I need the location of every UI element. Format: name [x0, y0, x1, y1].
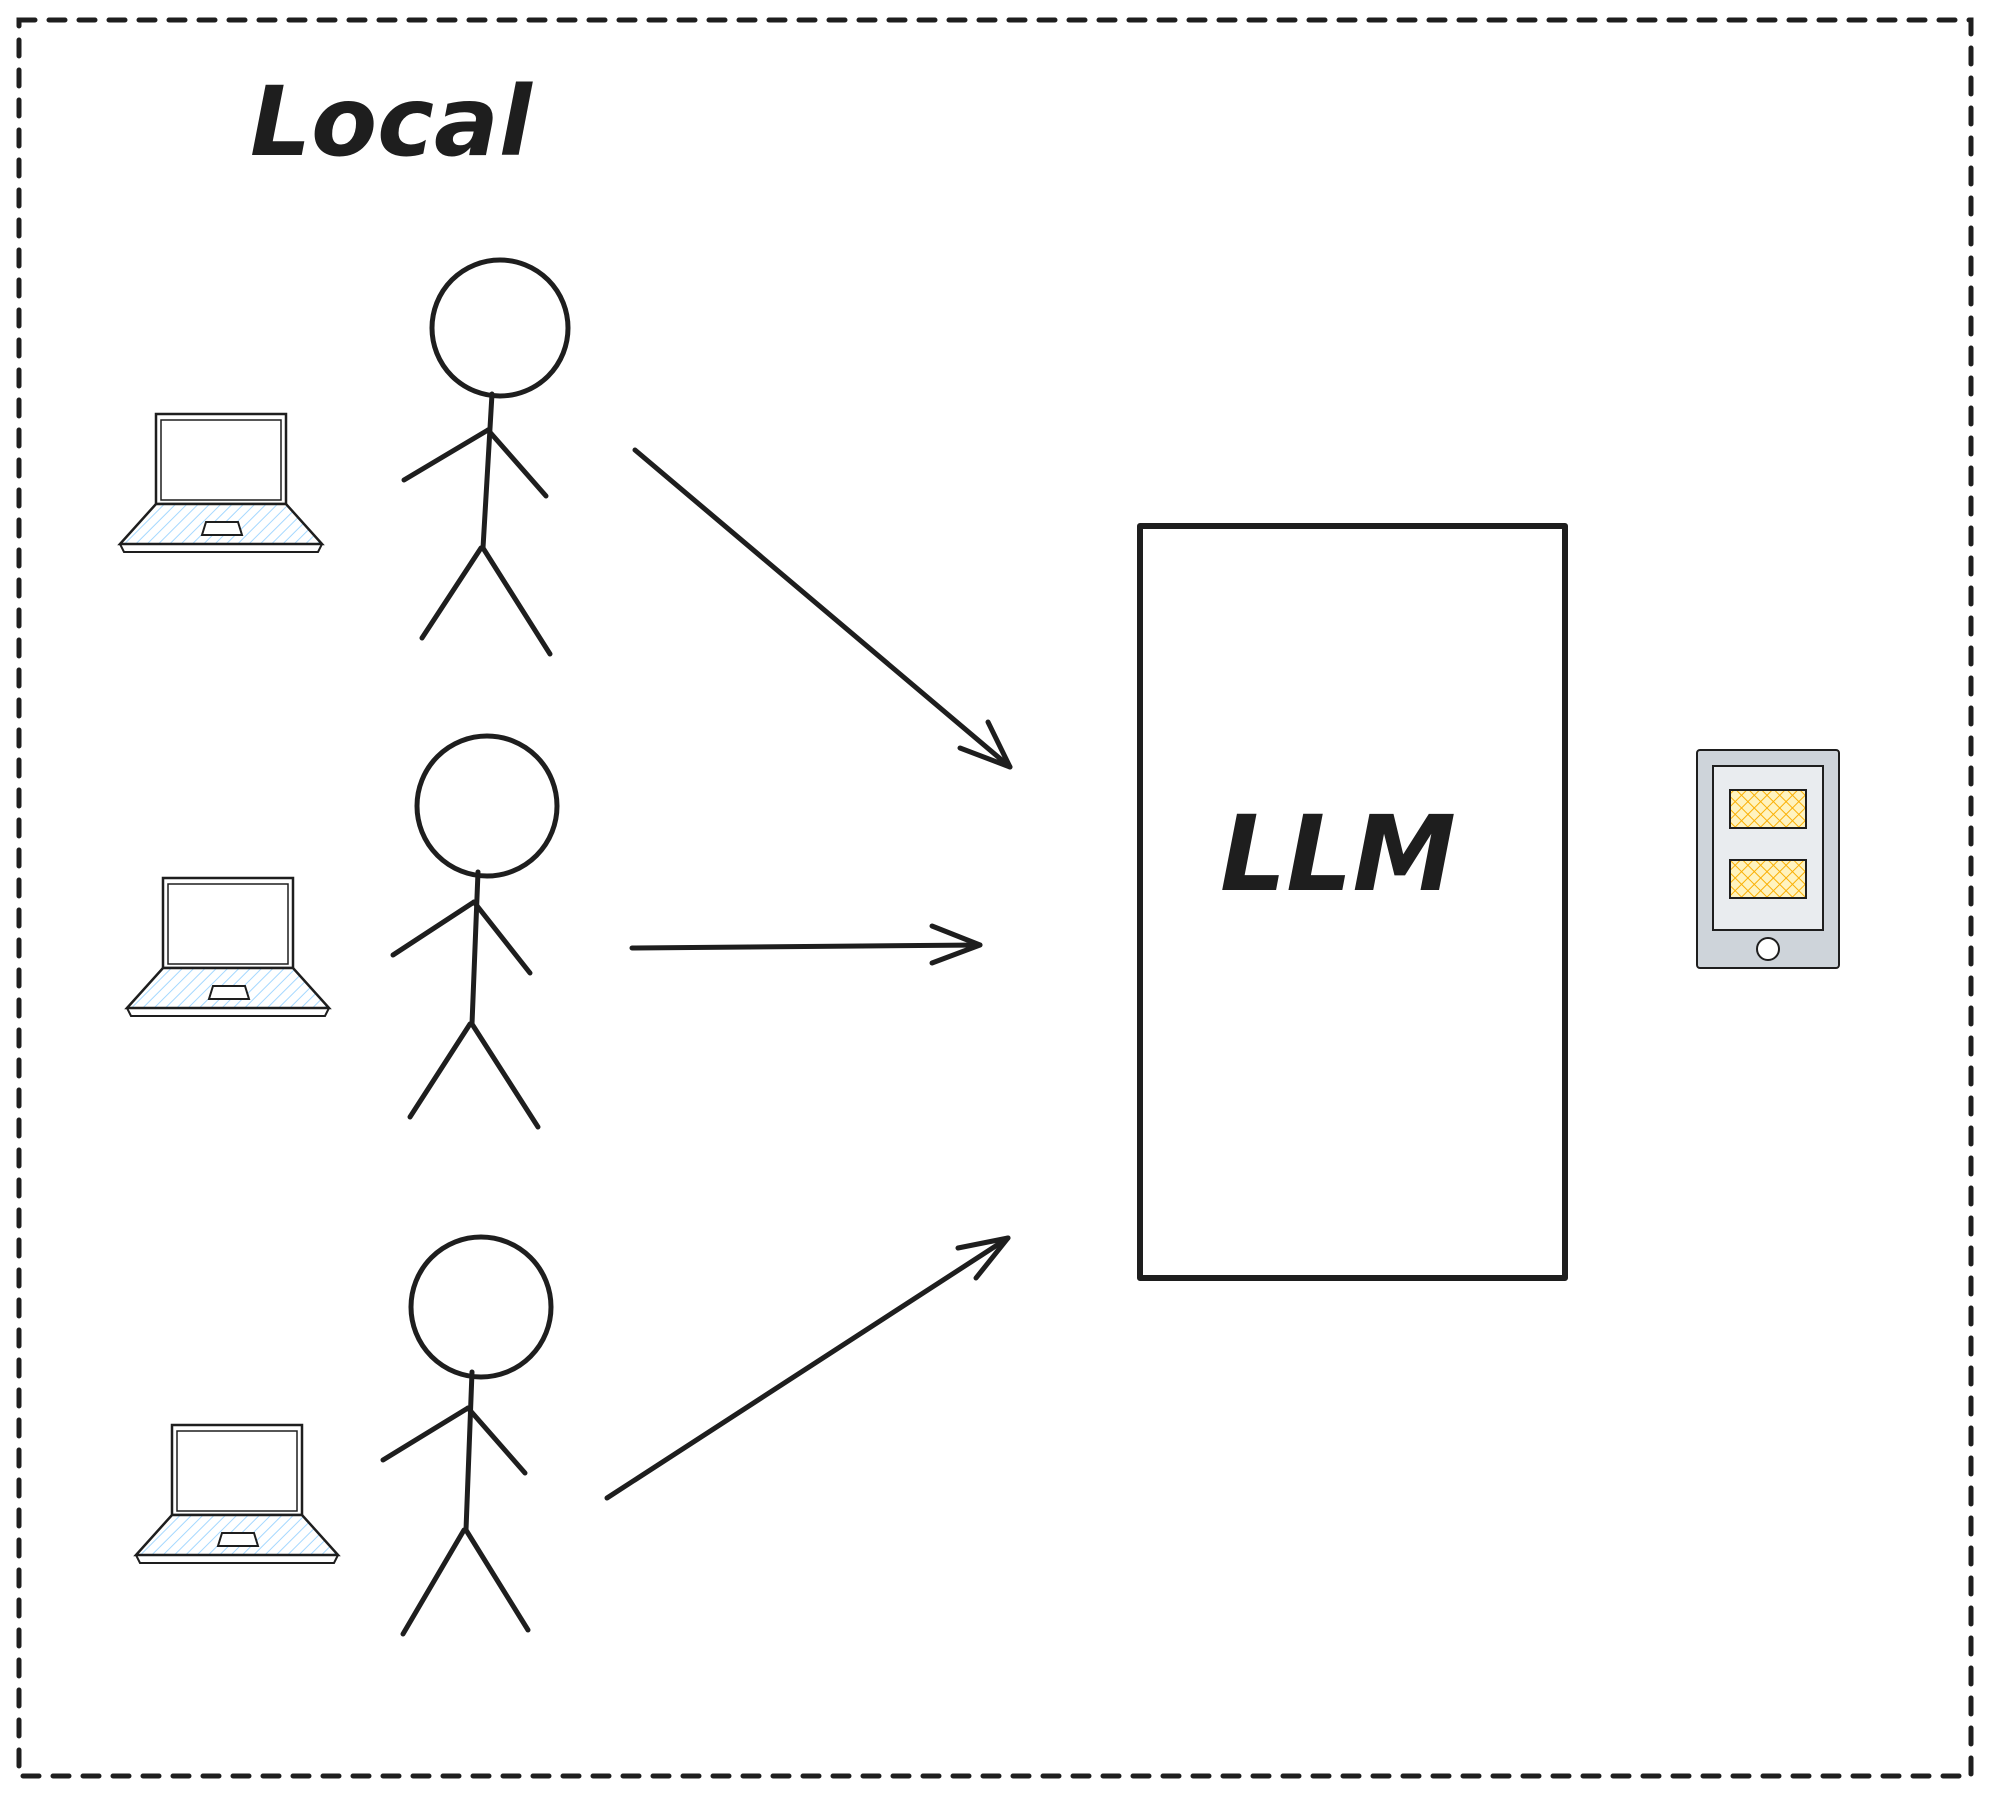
user-group-3	[133, 1234, 1011, 1637]
arrow-icon	[604, 1235, 1011, 1501]
arrow-icon	[632, 447, 1013, 770]
user-group-1	[117, 257, 1013, 770]
tablet-icon	[1696, 749, 1840, 969]
laptop-icon	[117, 412, 325, 553]
llm-box: LLM	[1137, 523, 1568, 1281]
arrow-icon	[629, 923, 983, 966]
stick-figure-icon	[380, 1234, 554, 1637]
local-boundary	[16, 17, 1974, 1779]
user-group-2	[124, 733, 983, 1130]
stick-figure-icon	[401, 257, 571, 657]
stick-figure-icon	[390, 733, 560, 1130]
laptop-icon	[124, 876, 332, 1017]
llm-label: LLM	[1220, 793, 1456, 915]
region-label: Local	[250, 66, 533, 178]
laptop-icon	[133, 1423, 341, 1564]
